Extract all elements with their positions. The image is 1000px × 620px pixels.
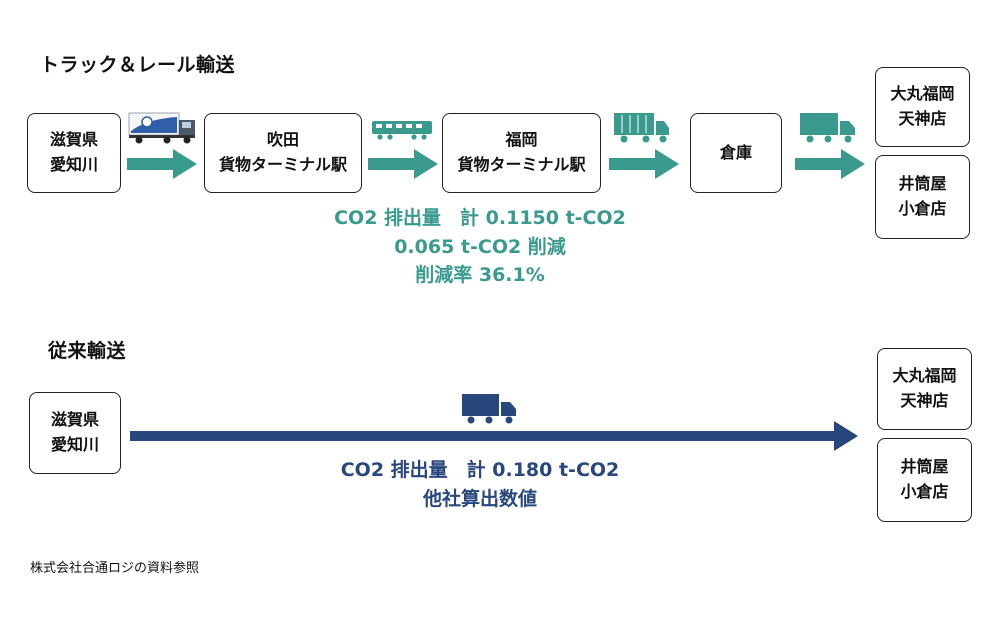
conv-dest1-box: 大丸福岡 天神店	[877, 348, 972, 430]
train-icon	[372, 121, 432, 140]
truck-icon	[800, 113, 855, 143]
rail-origin-line1: 滋賀県	[49, 130, 98, 150]
conv-origin-line2: 愛知川	[50, 435, 99, 454]
rail-station2-line1: 福岡	[505, 130, 538, 150]
conv-dest1-line2: 天神店	[900, 391, 949, 410]
rail-station1-line1: 吹田	[266, 130, 299, 150]
rail-station1-box: 吹田 貨物ターミナル駅	[204, 113, 362, 193]
rail-station2-line2: 貨物ターミナル駅	[457, 155, 586, 174]
conv-dest2-line2: 小倉店	[900, 482, 949, 501]
rail-dest1-box: 大丸福岡 天神店	[875, 67, 970, 147]
rail-warehouse-box: 倉庫	[690, 113, 782, 193]
truck-icon	[462, 394, 516, 424]
conv-stats: CO2 排出量 計 0.180 t-CO2 他社算出数値	[300, 456, 660, 513]
conventional-arrow	[130, 421, 858, 451]
rail-dest1-line2: 天神店	[898, 109, 947, 128]
conv-dest1-line1: 大丸福岡	[892, 366, 957, 386]
conv-dest2-box: 井筒屋 小倉店	[877, 438, 972, 522]
rail-arrow-3	[609, 149, 679, 179]
conv-dest2-line1: 井筒屋	[900, 457, 949, 477]
rail-dest2-line2: 小倉店	[898, 199, 947, 218]
rail-stats-line1: CO2 排出量 計 0.1150 t-CO2	[334, 207, 626, 229]
rail-stats-line2: 0.065 t-CO2 削減	[394, 235, 566, 258]
rail-dest2-line1: 井筒屋	[898, 174, 947, 194]
rail-arrow-4	[795, 149, 865, 179]
rail-stats: CO2 排出量 計 0.1150 t-CO2 0.065 t-CO2 削減 削減…	[300, 204, 660, 290]
rail-stats-line3: 削減率 36.1%	[415, 264, 545, 286]
rail-station1-line2: 貨物ターミナル駅	[218, 155, 347, 174]
rail-dest1-line1: 大丸福岡	[890, 84, 955, 104]
footnote: 株式会社合通ロジの資料参照	[30, 561, 200, 576]
rail-warehouse-line1: 倉庫	[719, 142, 752, 162]
container-truck-icon	[614, 113, 669, 143]
rail-origin-line2: 愛知川	[49, 155, 98, 174]
conv-origin-line1: 滋賀県	[50, 410, 99, 430]
conv-origin-box: 滋賀県 愛知川	[29, 392, 121, 474]
rail-arrow-2	[368, 149, 438, 179]
rail-dest2-box: 井筒屋 小倉店	[875, 155, 970, 239]
conventional-section-title: 従来輸送	[48, 340, 127, 362]
rail-origin-box: 滋賀県 愛知川	[27, 113, 121, 193]
branded-truck-icon	[128, 112, 195, 144]
rail-station2-box: 福岡 貨物ターミナル駅	[442, 113, 601, 193]
rail-arrow-1	[127, 149, 197, 179]
conv-stats-line1: CO2 排出量 計 0.180 t-CO2	[340, 459, 620, 481]
conv-stats-line2: 他社算出数値	[422, 487, 537, 510]
rail-section-title: トラック＆レール輸送	[40, 54, 236, 76]
